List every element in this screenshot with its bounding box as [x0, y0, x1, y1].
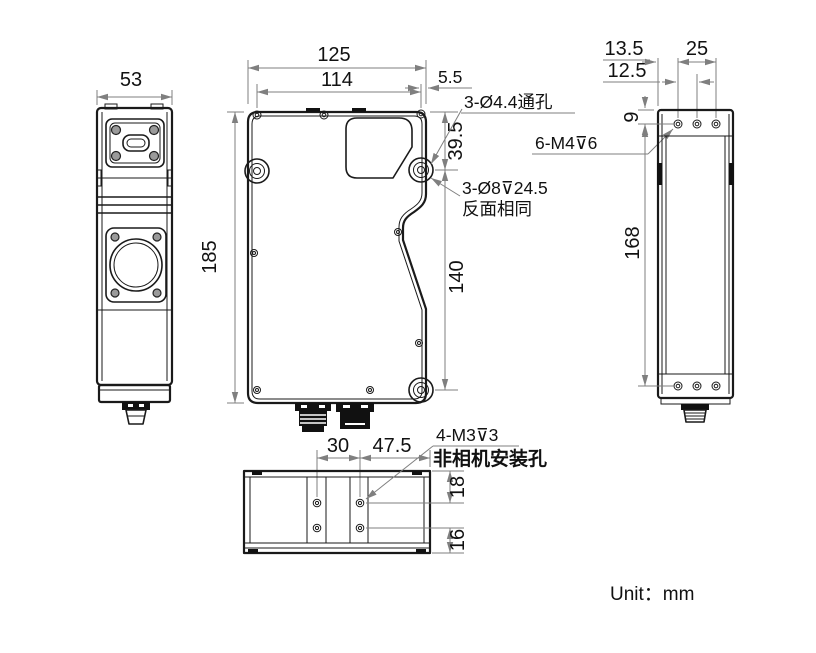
callout-side-tap-label: 6-M4⊽6	[535, 133, 597, 153]
screw-icon	[252, 110, 262, 120]
tapped-hole	[312, 498, 322, 508]
screw-icon	[250, 249, 258, 257]
dim-front-overall-height-label: 185	[199, 240, 221, 273]
front-case-screws	[250, 109, 426, 394]
tapped-hole	[692, 119, 702, 129]
left-bottom-flange	[97, 383, 172, 404]
front-top-tab	[352, 108, 366, 112]
dim-right-top: 13.5 25 12.5	[603, 38, 717, 118]
unit-label: Unit：mm	[610, 584, 694, 605]
tapped-hole	[711, 119, 721, 129]
dim-bottom-top: 30 47.5	[316, 435, 431, 497]
callout-through-hole: 3-Ø4.4通孔	[430, 92, 575, 165]
callout-bottom-tap: 4-M3⊽3 非相机安装孔	[365, 425, 547, 500]
screw-icon	[110, 124, 122, 136]
front-connector-left	[295, 403, 331, 432]
lens-window	[109, 238, 163, 292]
mount-boss-hole	[244, 158, 270, 184]
dim-bottom-hole-to-edge-label: 47.5	[373, 435, 412, 457]
tapped-hole	[312, 523, 322, 533]
screw-icon	[152, 232, 162, 242]
left-bottom-connector	[122, 402, 150, 425]
callout-counterbore: 3-Ø8⊽24.5 反面相同	[430, 177, 548, 219]
front-view: 125 114 5.5	[199, 44, 674, 432]
screw-icon	[148, 150, 160, 162]
callout-bottom-tap-note: 非相机安装孔	[433, 447, 547, 470]
screw-icon	[319, 110, 329, 120]
front-top-tab	[306, 108, 320, 112]
screw-icon	[366, 386, 374, 394]
dim-front-overall-height: 185	[199, 111, 244, 404]
dim-bottom-hole-pitch-label: 30	[327, 435, 349, 457]
right-side-view: 13.5 25 12.5	[603, 38, 735, 423]
dim-right-top-to-hole-label: 9	[621, 111, 643, 122]
bottom-tapped-holes	[312, 498, 365, 533]
callout-counterbore-note: 反面相同	[462, 199, 532, 219]
callout-bottom-tap-label: 4-M3⊽3	[436, 425, 498, 445]
screw-icon	[253, 386, 261, 394]
callout-side-tap: 6-M4⊽6	[532, 128, 674, 155]
dim-right-edge-to-hole-label: 13.5	[605, 38, 644, 60]
dim-bottom-right: 18 16	[366, 470, 469, 554]
dim-front-hole-span-vertical-label: 140	[446, 260, 468, 293]
dim-right-hole-span-vertical: 168	[622, 124, 674, 387]
tapped-hole	[355, 498, 365, 508]
dim-front-hole-span-label: 114	[321, 69, 353, 91]
left-lens-plate	[105, 227, 167, 303]
dim-front-hole-span-vertical: 140	[435, 170, 468, 391]
left-body-outline	[95, 106, 174, 387]
tapped-hole	[692, 381, 702, 391]
front-cutout	[345, 117, 413, 179]
front-connector-right	[336, 403, 374, 429]
screw-icon	[416, 109, 426, 119]
front-mount-bosses	[244, 157, 434, 403]
screw-icon	[148, 124, 160, 136]
front-body-outline	[246, 110, 428, 405]
mount-boss-hole	[408, 377, 434, 403]
dim-right-hole-span-label: 25	[686, 38, 708, 60]
screw-icon	[110, 232, 120, 242]
dim-right-hole-pitch-label: 12.5	[608, 60, 647, 82]
dim-left-width-label: 53	[120, 69, 142, 91]
dim-front-overall-width-label: 125	[317, 44, 350, 66]
right-side-slot	[729, 163, 734, 185]
mount-boss-hole	[408, 157, 434, 183]
tapped-hole	[355, 523, 365, 533]
bottom-body-outline	[242, 469, 432, 555]
screw-icon	[110, 150, 122, 162]
dim-front-top-to-hole-label: 39.5	[445, 122, 467, 161]
dim-front-overall-width: 125	[247, 44, 427, 104]
dim-bottom-bottom-to-hole-label: 16	[447, 529, 469, 551]
screw-icon	[152, 288, 162, 298]
left-top-plate	[105, 118, 165, 168]
dim-front-edge-to-hole: 5.5	[405, 67, 472, 92]
screw-icon	[394, 228, 402, 236]
dim-front-top-to-hole: 39.5	[430, 111, 467, 171]
left-side-view: 53	[95, 69, 174, 425]
dim-front-hole-span: 114	[256, 69, 422, 108]
screw-icon	[110, 288, 120, 298]
dim-front-edge-to-hole-label: 5.5	[438, 67, 462, 87]
dim-bottom-top-to-hole-label: 18	[447, 476, 469, 498]
tapped-hole	[673, 119, 683, 129]
right-bottom-connector	[681, 404, 709, 423]
callout-through-hole-label: 3-Ø4.4通孔	[464, 92, 553, 112]
right-body-outline	[656, 108, 735, 400]
tapped-hole	[673, 381, 683, 391]
screw-icon	[415, 339, 423, 347]
right-top-holes	[673, 119, 721, 129]
port-slot	[122, 134, 150, 152]
callout-counterbore-label: 3-Ø8⊽24.5	[462, 178, 548, 198]
right-bottom-holes	[673, 381, 721, 391]
bottom-view: 30 47.5 4-M3⊽3 非相机安装孔	[242, 425, 547, 555]
dim-right-hole-span-vertical-label: 168	[622, 226, 644, 259]
dim-left-width: 53	[96, 69, 173, 105]
right-side-slot	[657, 163, 662, 185]
tapped-hole	[711, 381, 721, 391]
